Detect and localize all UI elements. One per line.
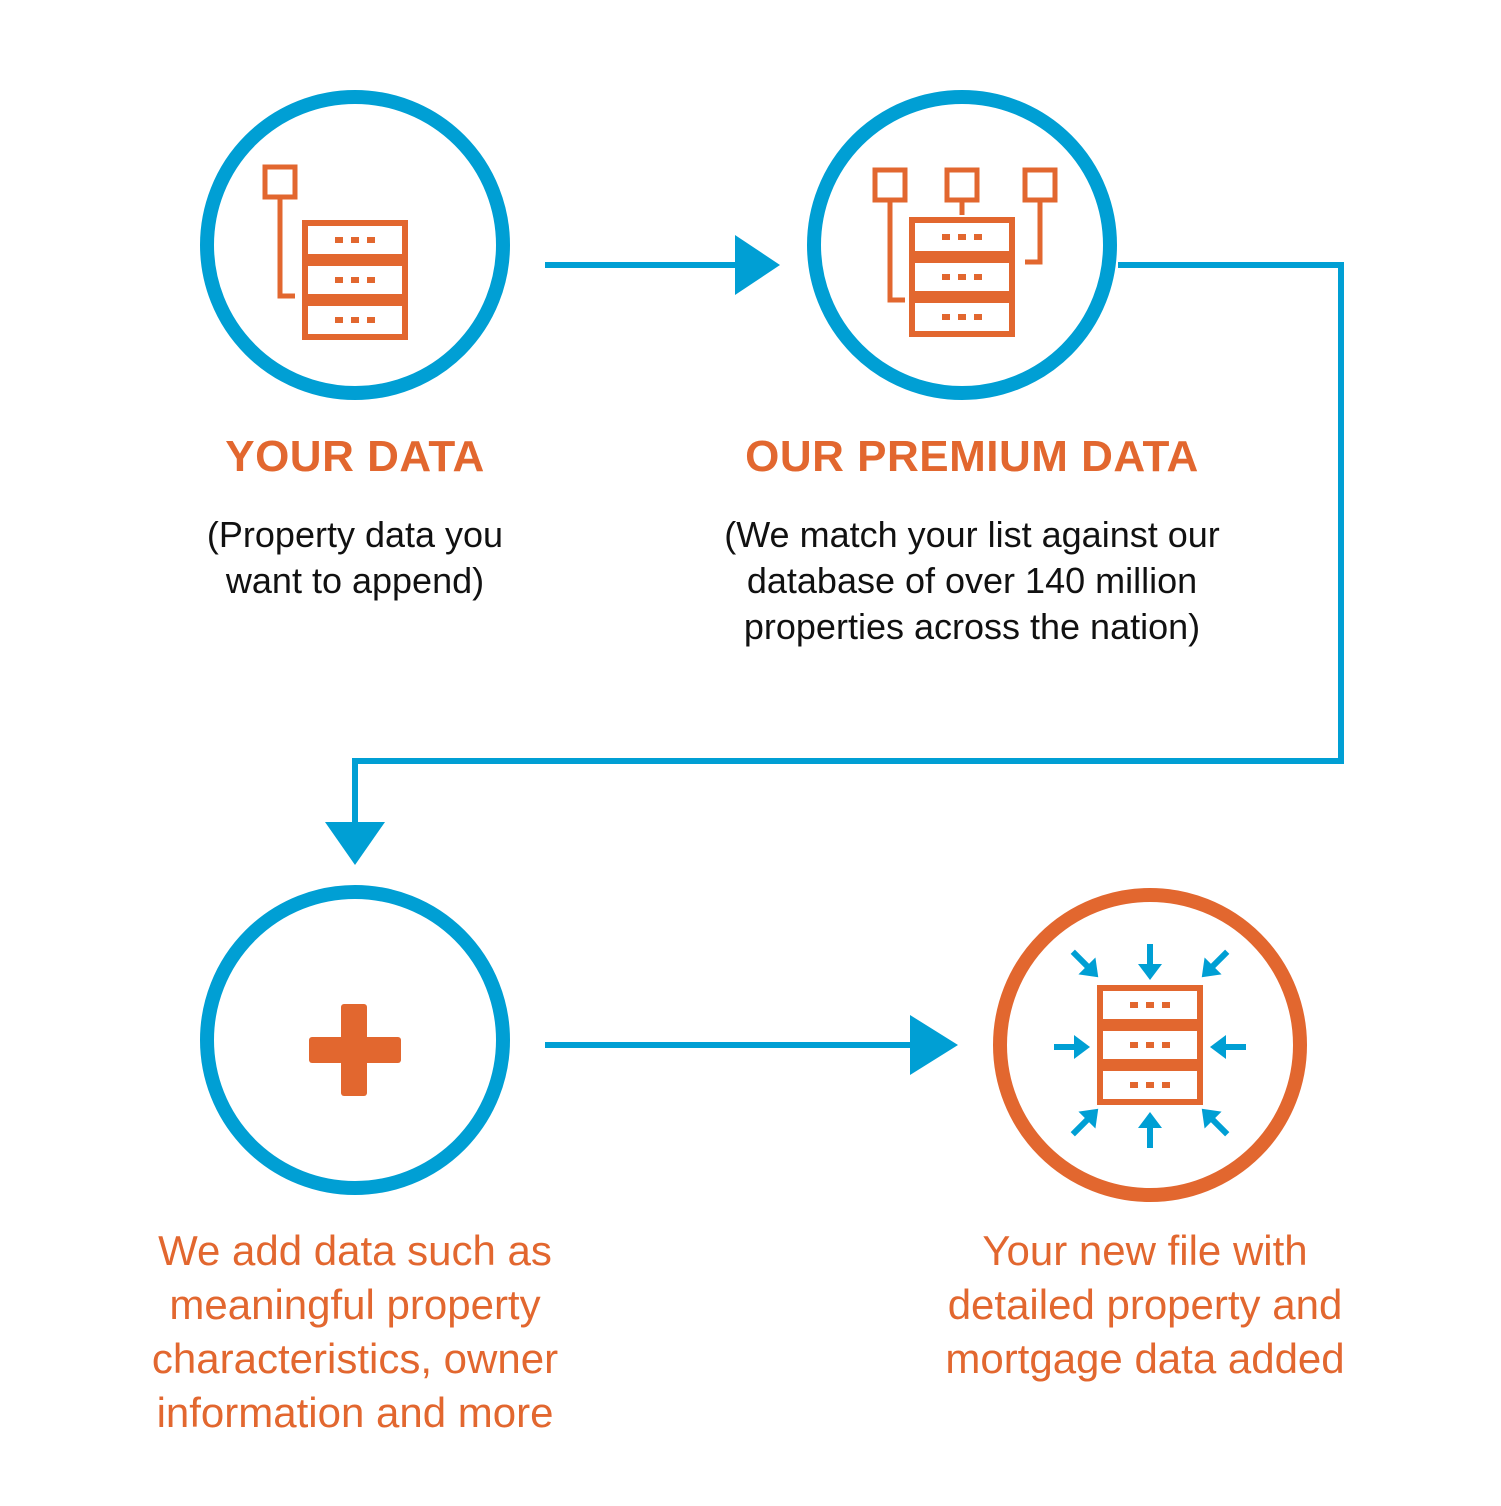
step1-description: (Property data you want to append) (140, 512, 570, 604)
step3-caption-line: We add data such as (158, 1227, 552, 1274)
step2-description: (We match your list against our database… (662, 512, 1282, 650)
step4-caption: Your new file with detailed property and… (870, 1224, 1420, 1386)
step3-circle (200, 885, 510, 1195)
step2-title: OUR PREMIUM DATA (745, 432, 1199, 481)
step1-description-line: want to append) (225, 560, 485, 601)
arrow-step1-to-step2 (545, 235, 780, 295)
step3-caption-line: characteristics, owner (151, 1335, 559, 1382)
step4-circle (993, 888, 1307, 1202)
step1-circle (200, 90, 510, 400)
step2-description-line: (We match your list against our (724, 514, 1220, 555)
arrow-step2-to-step3 (325, 262, 1344, 865)
step3-caption: We add data such as meaningful property … (80, 1224, 630, 1440)
step2-description-line: database of over 140 million (746, 560, 1198, 601)
server-with-three-connectors-icon (872, 167, 1058, 334)
step3-caption-line: meaningful property (169, 1281, 541, 1328)
step2-description-line: properties across the nation) (743, 606, 1201, 647)
server-with-one-connector-icon (262, 164, 405, 337)
step4-caption-line: detailed property and (947, 1281, 1343, 1328)
server-with-inward-arrows-icon (1054, 943, 1246, 1148)
step4-caption-line: mortgage data added (945, 1335, 1345, 1382)
step3-caption-line: information and more (156, 1389, 554, 1436)
step1-description-line: (Property data you (206, 514, 504, 555)
arrow-step3-to-step4 (545, 1015, 958, 1075)
plus-icon (309, 1004, 401, 1096)
step2-circle (807, 90, 1117, 400)
step1-title: YOUR DATA (225, 432, 485, 481)
step4-caption-line: Your new file with (982, 1227, 1308, 1274)
